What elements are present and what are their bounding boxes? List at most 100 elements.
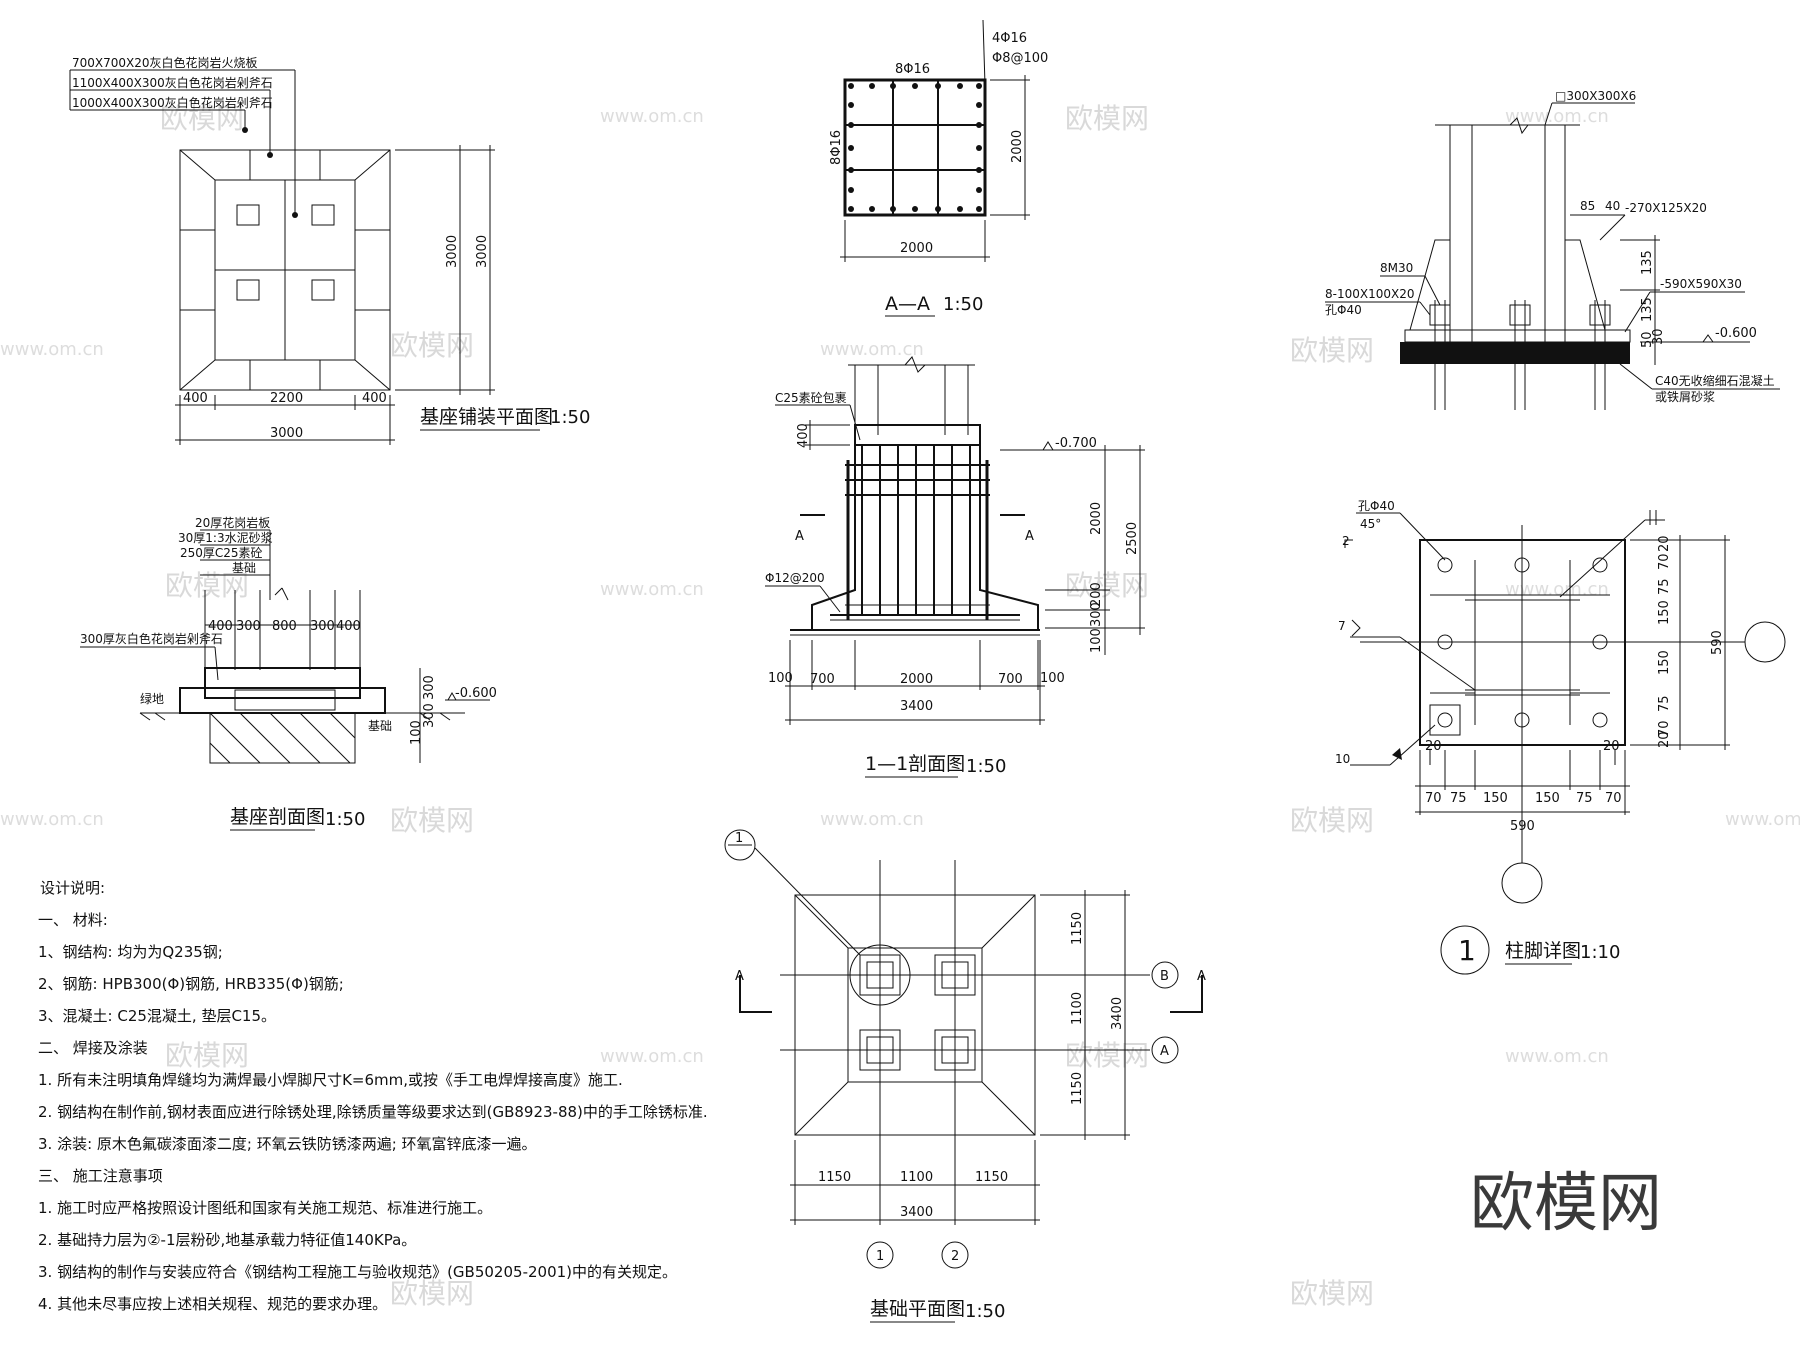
dim-11-right-300: 300 — [1089, 602, 1104, 627]
dim-col-r-4: 150 — [1657, 600, 1672, 625]
label-col-hole: 孔Φ40 — [1358, 499, 1395, 513]
drawing-stroke — [1437, 634, 1453, 650]
anchor-bolts — [1429, 300, 1611, 410]
label-stone-1100: 1100X400X300灰白色花岗岩剁斧石 — [72, 75, 273, 90]
watermark-brand: 欧模网 — [160, 102, 244, 135]
notes-line: 4. 其他未尽事应按上述相关规程、规范的要求办理。 — [38, 1295, 387, 1313]
drawing-stroke — [1437, 557, 1453, 573]
scale-section-11: 1:50 — [966, 756, 1006, 777]
drawing-stroke — [1399, 512, 1446, 561]
watermark-site: www.om.cn — [600, 106, 704, 127]
drawing-stroke — [239, 712, 291, 764]
drawing-stroke — [234, 689, 336, 711]
notes-line: 二、 焊接及涂装 — [38, 1039, 148, 1057]
drawing-stroke — [1589, 304, 1611, 326]
dim-col-small-r: 20 — [1603, 739, 1620, 754]
drawing-stroke — [1592, 557, 1608, 573]
axis-1-label: 1 — [876, 1249, 884, 1264]
drawing-stroke — [848, 102, 854, 108]
drawing-stroke — [354, 149, 391, 181]
drawing-stroke — [154, 712, 166, 721]
watermark-site: www.om.cn — [600, 579, 704, 600]
drawing-stroke — [179, 359, 216, 391]
drawing-stroke — [1619, 363, 1653, 390]
leader-dot — [242, 127, 248, 133]
label-granite-300: 300厚灰白色花岗岩剁斧石 — [80, 631, 223, 646]
dim-col-b-1: 70 — [1425, 791, 1442, 806]
drawing-stroke — [354, 359, 391, 391]
label-aa-left: 8Φ16 — [829, 130, 844, 165]
label-col-angle: 45° — [1360, 517, 1381, 531]
drawing-stroke — [890, 83, 896, 89]
title-section-11: 1—1剖面图 — [865, 753, 965, 775]
drawing-stroke — [869, 83, 875, 89]
label-aa-r1: 4Φ16 — [992, 31, 1027, 46]
axis-b-label: B — [1160, 969, 1169, 984]
label-flamed-slab: 700X700X20灰白色花岗岩火烧板 — [72, 55, 258, 70]
dim-col-r-1: 20 — [1657, 535, 1672, 552]
watermark-site: www.om.cn — [0, 339, 104, 360]
watermark-site: www.om.cn — [820, 339, 924, 360]
title-col-detail: 柱脚详图 — [1505, 940, 1581, 962]
drawing-stroke — [1592, 634, 1608, 650]
bolt-holes — [1437, 557, 1608, 728]
scale-aa: 1:50 — [943, 294, 983, 315]
leader-dot — [267, 152, 273, 158]
watermark-site: www.om.cn — [1505, 579, 1609, 600]
drawing-stroke — [976, 206, 982, 212]
label-stiffener: -270X125X20 — [1625, 201, 1707, 215]
dim-11-b-100-r: 100 — [1040, 671, 1065, 686]
drawing-stroke — [890, 206, 896, 212]
dim-col-b-5: 75 — [1576, 791, 1593, 806]
dim-paving-2200: 2200 — [270, 391, 303, 406]
scale-paving-plan: 1:50 — [550, 407, 590, 428]
drawing-stroke — [1399, 636, 1476, 691]
dim-paving-400-left: 400 — [183, 391, 208, 406]
label-tube: □300X300X6 — [1555, 89, 1636, 103]
drawing-stroke — [209, 742, 231, 764]
design-notes: 设计说明: 一、 材料: 1、钢结构: 均为为Q235钢; 2、钢筋: HPB3… — [38, 879, 708, 1313]
scale-foundation-plan: 1:50 — [965, 1301, 1005, 1322]
drawing-stroke — [811, 445, 1039, 631]
dim-base-right-1: 300 — [422, 675, 437, 700]
drawing-stroke — [439, 712, 451, 721]
title-aa: A—A — [885, 293, 930, 315]
label-hole: 孔Φ40 — [1325, 303, 1362, 317]
drawing-stroke — [1429, 704, 1461, 736]
drawing-stroke — [859, 954, 901, 996]
watermark-brand: 欧模网 — [165, 1039, 249, 1072]
base-section: 20厚花岗岩板 30厚1:3水泥砂浆 250厚C25素砼 基础 300厚灰白色花… — [80, 515, 497, 831]
notes-line: 2. 钢结构在制作前,钢材表面应进行除锈处理,除锈质量等级要求达到(GB8923… — [38, 1103, 708, 1121]
drawing-stroke — [1170, 975, 1203, 1013]
drawing-stroke — [941, 1036, 969, 1064]
drawing-stroke — [935, 83, 941, 89]
drawing-stroke — [934, 954, 976, 996]
axis-2-label: 2 — [951, 1249, 959, 1264]
drawing-stroke — [866, 961, 894, 989]
drawing-stroke — [794, 1081, 849, 1136]
drawing-stroke — [866, 1036, 894, 1064]
dim-11-b-700-r: 700 — [998, 672, 1023, 687]
drawing-stroke — [1509, 117, 1529, 135]
dim-col-b-total: 590 — [1510, 819, 1535, 834]
watermark-brand: 欧模网 — [1065, 569, 1149, 602]
title-base-section: 基座剖面图 — [230, 806, 325, 828]
watermark-site: www.om.cn — [0, 809, 104, 830]
paving-plan: 700X700X20灰白色花岗岩火烧板 1100X400X300灰白色花岗岩剁斧… — [69, 55, 590, 445]
drawing-stroke — [281, 587, 289, 601]
rebar-dots-aa — [848, 83, 982, 212]
drawing-stroke — [848, 83, 854, 89]
dim-aa-bottom: 2000 — [900, 241, 933, 256]
drawing-stroke — [419, 712, 431, 721]
weld-flag — [1392, 748, 1402, 760]
level-11: -0.700 — [1055, 436, 1097, 451]
drawing-stroke — [957, 206, 963, 212]
drawing-stroke — [1429, 304, 1451, 326]
drawing-stroke — [1437, 712, 1453, 728]
drawing-stroke — [976, 167, 982, 173]
notes-line: 3. 钢结构的制作与安装应符合《钢结构工程施工与验收规范》(GB50205-20… — [38, 1263, 677, 1281]
notes-line: 三、 施工注意事项 — [38, 1167, 163, 1185]
label-weld-10: 10 — [1335, 752, 1350, 766]
axis-bubble-right — [1744, 621, 1786, 663]
scale-base-section: 1:50 — [325, 809, 365, 830]
